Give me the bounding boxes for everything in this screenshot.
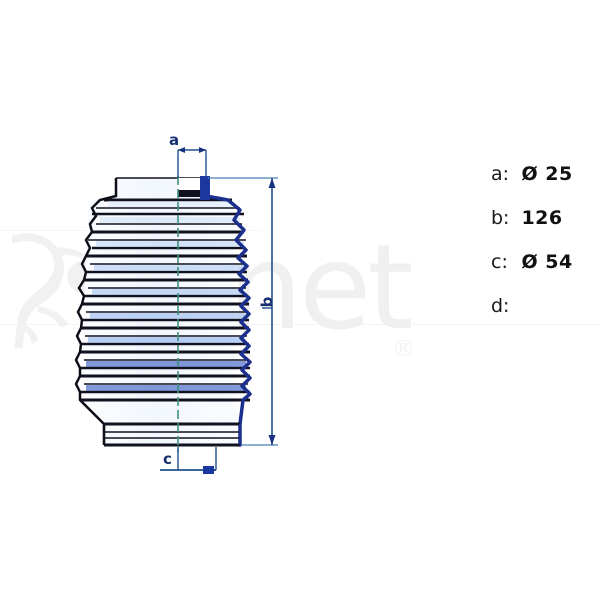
dimension-legend: a: Ø 25 b: 126 c: Ø 54 d: [491, 163, 600, 339]
legend-row-c: c: Ø 54 [491, 251, 600, 295]
dimension-b-label: b [258, 296, 276, 307]
legend-key-b: b: [491, 207, 510, 229]
bellows-left-profile-edge [74, 178, 118, 445]
dimension-c-label: c [163, 450, 172, 468]
dimension-a: a [169, 131, 207, 178]
bellows-top-collar [115, 176, 210, 200]
legend-key-c: c: [491, 251, 508, 273]
legend-row-d: d: [491, 295, 600, 339]
legend-row-b: b: 126 [491, 207, 600, 251]
dimension-c: c [160, 447, 217, 474]
legend-value-b: 126 [521, 207, 563, 229]
bellows-base-ring [102, 422, 242, 447]
dimension-a-label: a [169, 131, 179, 149]
legend-key-a: a: [491, 163, 510, 185]
dimension-b: b [208, 177, 278, 446]
legend-value-a: Ø 25 [521, 163, 573, 185]
bellows-right-profile-edge [204, 176, 252, 447]
legend-row-a: a: Ø 25 [491, 163, 600, 207]
bellows-rib-shading [86, 201, 246, 391]
dimension-c-marker [203, 466, 214, 474]
legend-key-d: d: [491, 295, 510, 317]
collar-marker [200, 176, 210, 200]
bellows-convolution-ribs [80, 198, 250, 402]
legend-value-c: Ø 54 [521, 251, 573, 273]
